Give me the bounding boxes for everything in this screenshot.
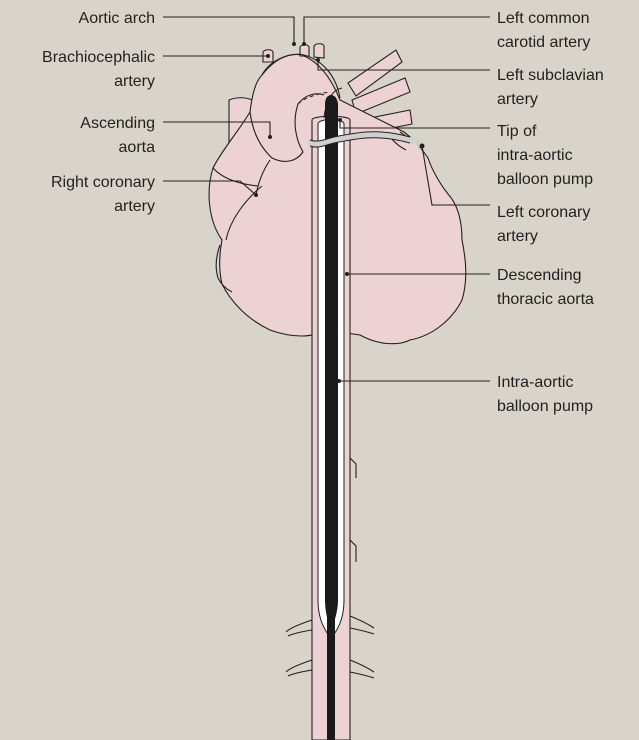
leader-aortic-arch [163, 17, 294, 44]
left-subclavian-stub [314, 44, 324, 58]
label-iabp-line2: balloon pump [497, 398, 593, 415]
label-brachiocephalic-line1: Brachiocephalic [42, 49, 155, 66]
renal-artery-right-2 [350, 660, 374, 672]
label-iabp-line1: Intra-aortic [497, 374, 573, 391]
label-ascending-aorta-line1: Ascending [80, 115, 155, 132]
label-tip-iabp-line3: balloon pump [497, 171, 593, 188]
leader-dot-left-coronary [420, 144, 425, 149]
label-descending-aorta-line1: Descending [497, 267, 582, 284]
label-brachiocephalic-line2: artery [114, 73, 155, 90]
leader-dot-left-common-carotid [302, 42, 306, 46]
leader-dot-tip-iabp [338, 118, 342, 122]
leader-dot-descending-aorta [345, 272, 349, 276]
balloon [325, 95, 338, 632]
label-right-coronary-line1: Right coronary [51, 174, 155, 191]
label-descending-aorta-line2: thoracic aorta [497, 291, 594, 308]
intercostal-branch-2 [350, 540, 356, 562]
renal-artery-right-1 [350, 616, 374, 628]
leader-dot-brachiocephalic [266, 54, 270, 58]
leader-left-common-carotid [304, 17, 490, 44]
renal-artery-right-2b [350, 672, 374, 678]
label-left-subclavian-line1: Left subclavian [497, 67, 604, 84]
label-tip-iabp-line1: Tip of [497, 123, 537, 140]
renal-artery-left-2b [288, 670, 312, 676]
label-tip-iabp-line2: intra-aortic [497, 147, 573, 164]
label-aortic-arch: Aortic arch [79, 10, 155, 27]
label-left-common-carotid-line1: Left common [497, 10, 589, 27]
label-left-coronary-line2: artery [497, 228, 538, 245]
leader-dot-aortic-arch [292, 42, 296, 46]
renal-artery-left-1b [288, 630, 312, 636]
label-ascending-aorta-line2: aorta [119, 139, 156, 156]
label-left-coronary-line1: Left coronary [497, 204, 590, 221]
leader-left-subclavian [318, 60, 490, 70]
label-right-coronary-line2: artery [114, 198, 155, 215]
leader-dot-right-coronary [254, 193, 258, 197]
label-left-common-carotid-line2: carotid artery [497, 34, 590, 51]
leader-dot-ascending-aorta [268, 135, 272, 139]
intercostal-branch-1 [350, 458, 356, 478]
label-left-subclavian-line2: artery [497, 91, 538, 108]
leader-dot-iabp [337, 379, 341, 383]
leader-dot-left-subclavian [316, 58, 320, 62]
renal-artery-right-1b [350, 628, 374, 634]
